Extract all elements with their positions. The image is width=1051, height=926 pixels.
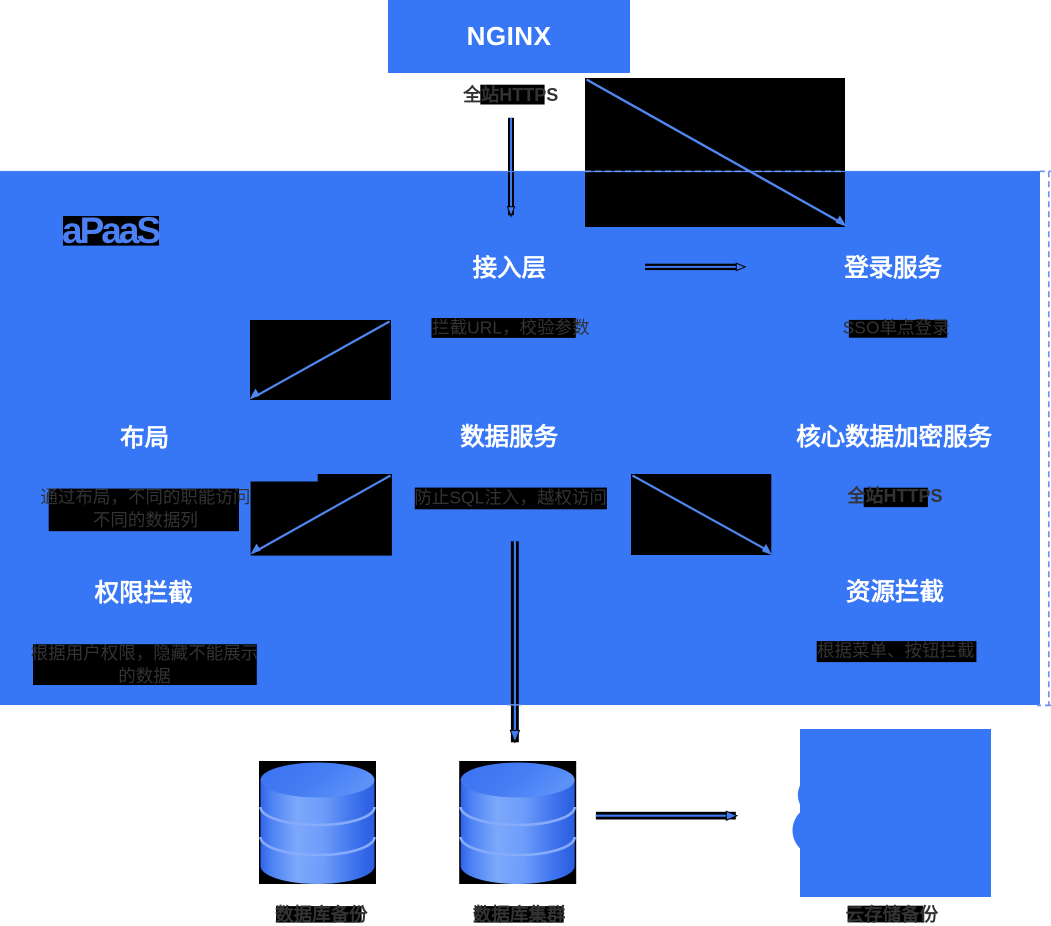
highlight-box-login-desc	[848, 319, 948, 338]
database-cluster-icon	[457, 759, 578, 886]
node-login-title[interactable]: 登录服务	[844, 255, 943, 282]
cloud-backup-label: 云存储备份	[845, 903, 939, 925]
database-backup-icon	[257, 759, 378, 886]
node-perm-desc: 根据用户权限，隐藏不能展示 的数据	[30, 642, 259, 686]
highlight-box-https-top	[480, 84, 545, 105]
highlight-box-encrypt-desc	[863, 487, 928, 508]
right-arrow-cluster-to-cloud	[595, 810, 739, 821]
node-data-desc: 防止SQL注入，越权访问	[414, 487, 607, 508]
right-arrow-access-to-login	[645, 262, 747, 272]
apaas-dashed-border	[0, 170, 1051, 707]
apaas-region-label: aPaaS	[62, 210, 161, 251]
cloud-icon	[792, 729, 991, 897]
highlight-box-db-backup-label	[276, 906, 362, 923]
node-access-desc: 拦截URL，校验参数	[432, 317, 590, 338]
down-arrow-data-to-cluster	[509, 541, 521, 744]
highlight-box-data-desc	[414, 487, 607, 510]
nginx-node-label: NGINX	[466, 21, 552, 51]
node-encrypt-title[interactable]: 核心数据加密服务	[796, 423, 993, 451]
arrow-image-nginx-to-login	[585, 78, 847, 227]
https-link-label: 全站HTTPS	[463, 84, 559, 105]
node-layout-desc: 通过布局，不同的职能访问 不同的数据列	[40, 487, 251, 530]
arrow-image-data-to-resource	[631, 474, 772, 555]
arrow-image-data-to-perm	[250, 474, 392, 556]
arrow-image-access-to-layout	[249, 320, 391, 400]
down-arrow-nginx-to-access	[506, 117, 516, 218]
node-layout-title[interactable]: 布局	[120, 424, 170, 452]
text-highlight-boxes	[33, 84, 977, 923]
node-perm-title[interactable]: 权限拦截	[94, 579, 193, 607]
highlight-box-cloud-backup-label	[847, 905, 924, 923]
db-cluster-label: 数据库集群	[472, 903, 566, 925]
node-data-title[interactable]: 数据服务	[460, 424, 559, 451]
highlight-box-access-desc	[431, 318, 576, 338]
highlight-box-db-cluster-label	[474, 906, 564, 923]
node-resource-desc: 根据菜单、按钮拦截	[817, 640, 975, 661]
node-resource-title[interactable]: 资源拦截	[846, 579, 944, 606]
highlight-box-layout-desc	[48, 488, 240, 532]
highlight-box-resource-desc	[816, 641, 977, 663]
node-login-desc: SSO单点登录	[842, 317, 950, 338]
highlight-box-apaas	[63, 216, 159, 246]
node-access-title[interactable]: 接入层	[472, 255, 547, 282]
apaas-platform-region	[0, 171, 1040, 705]
nginx-node[interactable]: NGINX	[388, 0, 630, 73]
highlight-box-perm-desc	[33, 644, 257, 685]
node-encrypt-desc: 全站HTTPS	[847, 486, 943, 507]
db-backup-label: 数据库备份	[275, 903, 368, 925]
